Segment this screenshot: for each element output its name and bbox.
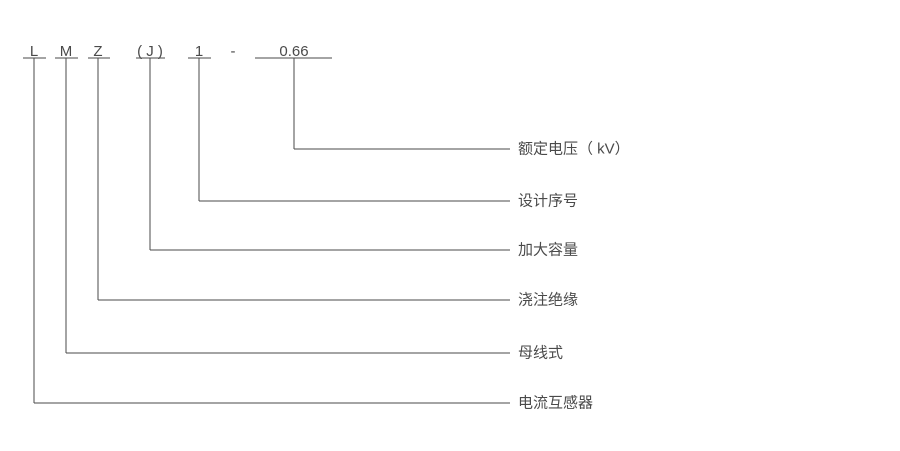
code-token: 0.66 <box>279 43 309 60</box>
code-token: 1 <box>194 43 204 60</box>
leader-label-design-serial: 设计序号 <box>518 192 579 210</box>
code-token: - <box>230 43 236 60</box>
leader-label-current-transformer: 电流互感器 <box>518 394 594 412</box>
code-token: ( J ) <box>137 43 163 60</box>
leader-label-rated-voltage: 额定电压（ kV） <box>518 140 630 158</box>
leader-label-cast-insulation: 浇注绝缘 <box>518 291 579 309</box>
code-token: Z <box>93 43 103 60</box>
leader-line-group <box>33 58 510 404</box>
code-token: M <box>59 43 73 60</box>
leader-label-enlarged-capacity: 加大容量 <box>518 241 579 259</box>
code-token: L <box>29 43 39 60</box>
leader-label-busbar-type: 母线式 <box>518 344 564 362</box>
